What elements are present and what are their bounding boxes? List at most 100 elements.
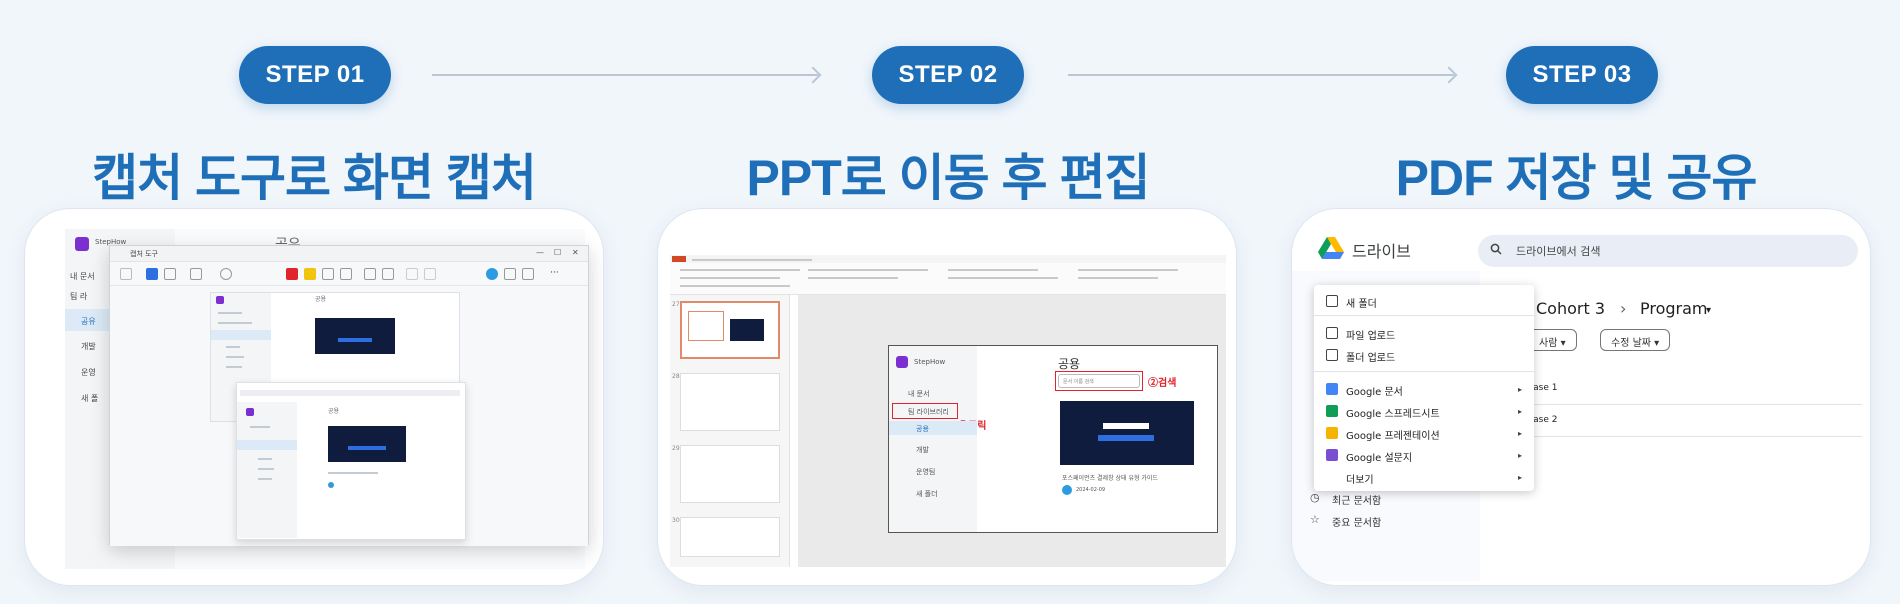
folder-name: Phase 1 [1522,383,1558,393]
chevron-down-icon[interactable]: ▾ [1706,305,1712,316]
plus-icon[interactable] [120,268,132,280]
ribbon-tool-placeholder [680,285,790,287]
snipping-tool-window: 캡처 도구 — ☐ ✕ ··· [109,245,589,546]
slide-thumbnail[interactable] [680,373,780,431]
slide-number: 30 [672,517,680,524]
menu-divider [1314,371,1534,372]
ppt-file-tab[interactable] [672,256,686,262]
step-02-title: PPT로 이동 후 편집 [746,150,1151,206]
ribbon-tool-placeholder [948,277,1058,279]
search-icon [1490,243,1502,255]
menu-google-slides[interactable]: Google 프레젠테이션 [1346,431,1440,442]
step-03-card: 드라이브 드라이브에서 검색 Cohort 3 › Program ▾ ▾ 사람… [1291,208,1871,586]
nav-item[interactable]: 공용 [916,425,929,433]
redo-icon[interactable] [424,268,436,280]
nav-placeholder [226,346,240,348]
app-logo-icon [896,356,908,368]
pen-icon[interactable] [286,268,298,280]
star-icon: ☆ [1310,513,1320,526]
nav-item[interactable]: 운영팀 [916,468,936,476]
menu-new-folder[interactable]: 새 폴더 [1346,299,1377,310]
undo-icon[interactable] [406,268,418,280]
maximize-icon[interactable]: ☐ [554,248,562,257]
breadcrumb-separator: › [1620,299,1627,318]
app-logo-icon [75,237,89,251]
slide-number: 27 [672,301,680,308]
close-icon[interactable]: ✕ [572,248,579,257]
nav-item[interactable]: 개발 [81,342,96,351]
capture-toolbar: ··· [110,262,588,286]
slide-thumbnail-selected[interactable] [680,301,780,359]
search-input[interactable]: 문서 이름 검색 [1058,374,1140,388]
menu-more[interactable]: 더보기 [1346,475,1374,486]
search-highlight-box [1055,371,1143,391]
highlighter-icon[interactable] [304,268,316,280]
save-icon[interactable] [504,268,516,280]
doc-date: 2024-02-09 [1076,487,1106,493]
slide-thumbnail[interactable] [680,445,780,503]
menu-google-forms[interactable]: Google 설문지 [1346,453,1413,464]
slide-number: 29 [672,445,680,452]
rectangle-icon[interactable] [190,268,202,280]
menu-upload-file[interactable]: 파일 업로드 [1346,331,1396,342]
nav-item[interactable]: 팀 라 [70,292,88,301]
drive-title: 드라이브 [1352,242,1411,261]
nav-item[interactable]: 공유 [81,317,96,326]
thumbnail-button [1098,435,1154,441]
step-arrow-1 [432,74,818,76]
camera-icon[interactable] [146,268,158,280]
doc-title[interactable]: 포스페이먼츠 결제창 상태 유형 가이드 [1062,475,1158,482]
minimize-icon[interactable]: — [536,248,544,257]
filter-label: 수정 날짜 [1611,338,1651,349]
filter-modified[interactable]: 수정 날짜 ▾ [1600,329,1671,351]
nav-item[interactable]: 내 문서 [70,272,95,281]
step-01-title: 캡처 도구로 화면 캡처 [92,150,537,206]
filter-people[interactable]: 사람 ▾ [1528,329,1577,351]
doc-thumbnail[interactable] [1060,401,1194,465]
captured-title: 공용 [315,296,327,303]
slide-number: 28 [672,373,680,380]
ribbon-tool-placeholder [808,269,928,271]
nested-toolbar [240,390,460,396]
share-icon[interactable] [486,268,498,280]
drive-search-bar[interactable]: 드라이브에서 검색 [1478,235,1858,267]
breadcrumb-item[interactable]: Cohort 3 [1536,299,1606,318]
timer-icon[interactable] [220,268,232,280]
nav-item[interactable]: 내 문서 [908,390,930,398]
step-03-badge: STEP 03 [1506,46,1658,104]
new-folder-icon [1326,295,1338,307]
chevron-right-icon: ▸ [1518,407,1523,416]
breadcrumb-current[interactable]: Program [1640,299,1708,318]
menu-upload-folder[interactable]: 폴더 업로드 [1346,353,1396,364]
nav-item[interactable]: 새 폴더 [916,490,938,498]
crop-icon[interactable] [364,268,376,280]
window-title: 캡처 도구 [130,250,158,258]
avatar [328,482,334,488]
ppt-ribbon-tabs [670,255,1226,263]
ribbon-tool-placeholder [1078,269,1178,271]
folder-name: Phase 2 [1522,415,1558,425]
captured-thumbnail [315,318,395,354]
video-icon[interactable] [164,268,176,280]
ribbon-tab-placeholder [692,259,812,261]
nav-item[interactable]: 팀 라이브러리 [908,408,949,416]
table-row[interactable]: Phase 1 [1492,373,1862,405]
edit-icon[interactable] [382,268,394,280]
click-highlight-box [892,403,958,419]
google-drive-logo-icon [1318,237,1344,259]
nav-recent[interactable]: 최근 문서함 [1332,496,1382,507]
nav-starred[interactable]: 중요 문서함 [1332,518,1382,529]
copy-icon[interactable] [522,268,534,280]
ruler-icon[interactable] [340,268,352,280]
table-row[interactable]: Phase 2 [1492,405,1862,437]
menu-google-sheets[interactable]: Google 스프레드시트 [1346,409,1440,420]
nav-item[interactable]: 새 폴 [81,394,99,403]
nav-item[interactable]: 개발 [916,446,929,454]
slide-thumbnail[interactable] [680,517,780,557]
search-placeholder: 드라이브에서 검색 [1516,245,1601,258]
nav-item[interactable]: 운영 [81,368,96,377]
more-icon[interactable]: ··· [550,268,559,278]
menu-google-docs[interactable]: Google 문서 [1346,387,1403,398]
thumbnail-button [338,338,372,342]
eraser-icon[interactable] [322,268,334,280]
